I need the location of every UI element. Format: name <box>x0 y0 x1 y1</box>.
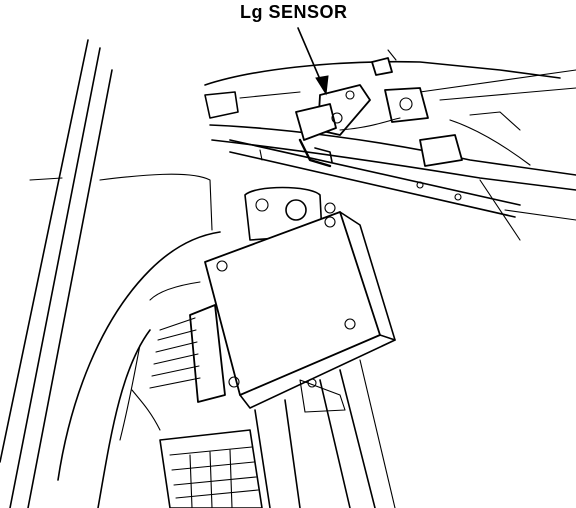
dashboard-structure <box>204 60 576 191</box>
wire-harness <box>131 304 226 431</box>
cross-member <box>229 134 576 241</box>
bottom-connector <box>159 429 263 508</box>
callout-label: Lg SENSOR <box>240 2 348 22</box>
lower-bracket <box>254 359 396 508</box>
lg-sensor <box>295 49 429 168</box>
pillar-lines <box>0 39 113 508</box>
callout-arrow <box>297 27 329 96</box>
control-unit <box>204 211 396 409</box>
floor-panel <box>57 173 221 508</box>
mounting-boss <box>244 186 336 241</box>
